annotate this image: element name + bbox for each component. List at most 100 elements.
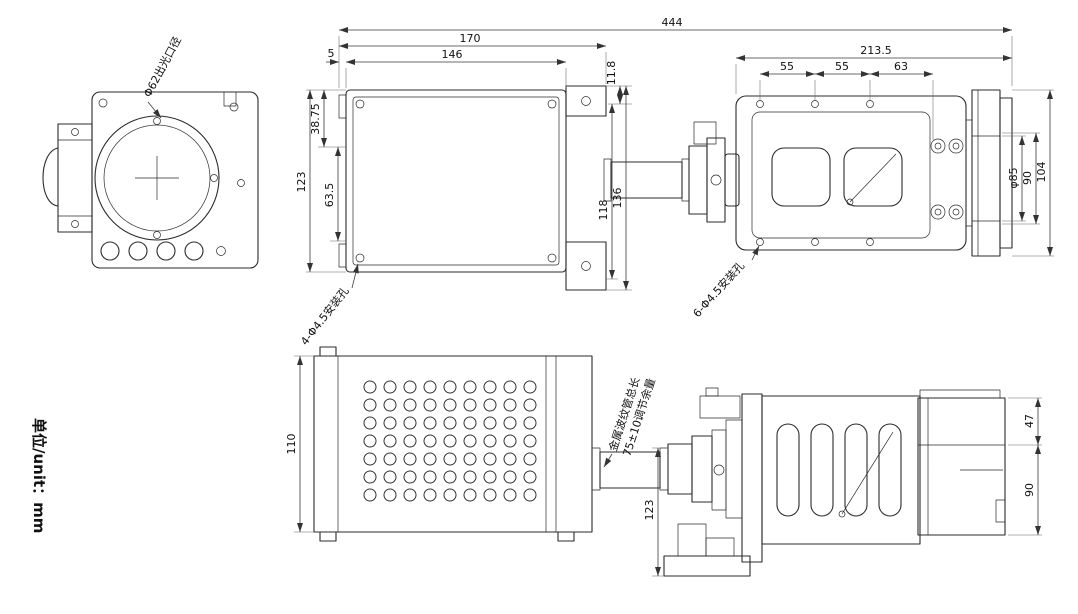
foot-block	[677, 523, 707, 557]
dimension-text: 444	[662, 16, 683, 29]
connector-block	[706, 137, 726, 223]
note-mount-holes-plate: 6-Φ4.5安装孔	[690, 245, 760, 320]
connector-screw	[710, 174, 722, 186]
dimension-overall-length: 444	[338, 16, 1013, 88]
bracket-screw	[71, 220, 79, 228]
side-screw-hole	[237, 179, 245, 187]
side-view-head	[591, 387, 1006, 577]
galvo-window	[843, 147, 903, 207]
plate-mount-hole	[866, 238, 874, 246]
bolt-hole	[952, 142, 960, 150]
body-slot	[844, 423, 868, 517]
dimension-text: 90	[1021, 171, 1034, 185]
laser-box-inner	[352, 96, 560, 266]
connector-detail	[693, 121, 717, 145]
barrel-top-strip	[919, 389, 1001, 399]
extension-lines	[759, 80, 934, 140]
box-corner-screw	[355, 253, 365, 263]
leader-line	[147, 101, 162, 119]
left-mount-tabs	[338, 94, 346, 268]
dimension-text: 55	[835, 60, 849, 73]
bolt-hole	[948, 138, 964, 154]
connector-block	[724, 153, 740, 207]
dimension-barrel-stack: 47 90	[1008, 397, 1042, 536]
dimension-hole-pitches: 55 55 63	[759, 60, 934, 140]
foot-base	[663, 555, 751, 577]
top-view	[338, 85, 1013, 291]
side-bracket-lines	[58, 139, 92, 217]
note-lens-aperture: Φ62出光口径	[140, 34, 184, 119]
plate-mount-hole	[756, 238, 764, 246]
body-slot	[878, 423, 902, 517]
ring-screw-hole	[153, 231, 161, 239]
box-corner-screw	[355, 99, 365, 109]
right-flange-bottom	[565, 241, 607, 291]
corner-screw-hole	[229, 102, 239, 112]
bellows-flange	[659, 447, 669, 491]
bolt-hole	[930, 204, 946, 220]
connector-block	[667, 443, 693, 495]
dimension-box-width-outer: 170	[339, 32, 607, 84]
note-text: 4-Φ4.5安装孔	[297, 284, 351, 348]
dimension-text: φ85	[1007, 167, 1020, 188]
adjust-lever	[849, 153, 897, 203]
top-notch	[223, 91, 237, 107]
bolt-hole	[948, 204, 964, 220]
dimension-text: 11.8	[605, 61, 618, 86]
plate-end-link	[966, 119, 972, 227]
dimension-plate-length: 213.5	[735, 44, 1012, 94]
dimension-text: 136	[611, 188, 624, 209]
extension-lines	[345, 68, 567, 88]
extension-lines	[1002, 89, 1054, 257]
plate-mount-hole	[811, 100, 819, 108]
plate-mount-hole	[756, 100, 764, 108]
laser-box-outline	[345, 89, 567, 273]
side-bracket	[57, 123, 93, 233]
side-view-box	[313, 346, 593, 542]
lens-barrel-bulge	[42, 147, 59, 207]
top-block	[699, 395, 741, 419]
bracket-screw	[71, 128, 79, 136]
galvo-plate-inner	[751, 111, 931, 239]
front-view-scan-head	[42, 91, 259, 269]
barrel-housing	[917, 397, 1006, 536]
vertical-plate	[741, 393, 763, 563]
dimension-text: 5	[328, 47, 335, 60]
barrel-step	[995, 499, 1006, 523]
lever-pivot	[846, 198, 854, 206]
adjust-lever	[841, 431, 894, 515]
plate-mount-hole	[811, 238, 819, 246]
dimension-text: 213.5	[860, 44, 892, 57]
right-flange-top	[565, 85, 607, 117]
stack-screw	[713, 464, 725, 476]
dimension-box-edge-offset: 5	[326, 47, 339, 65]
dimension-head-drop: 123	[643, 447, 668, 577]
flange-hole	[581, 261, 591, 271]
head-body-side	[761, 395, 921, 545]
corner-screw-hole	[98, 98, 108, 108]
box-corner-screw	[547, 253, 557, 263]
top-block-small	[705, 387, 719, 397]
end-plate-lines	[972, 90, 1000, 256]
dimension-text: 123	[295, 172, 308, 193]
bottom-port-hole	[100, 241, 120, 261]
dimension-text: 90	[1023, 483, 1036, 497]
dimension-text: 110	[285, 434, 298, 455]
dimension-text: 118	[597, 200, 610, 221]
note-text: Φ62出光口径	[140, 34, 184, 99]
box-side-outline	[313, 355, 593, 533]
extension-lines	[606, 278, 632, 291]
dimension-head-right-stack: φ85 90 104	[1002, 89, 1054, 257]
ring-screw-hole	[153, 117, 161, 125]
dimension-text: 55	[780, 60, 794, 73]
lens-crosshair	[135, 156, 179, 200]
dimension-text: 170	[460, 32, 481, 45]
dimension-flange-offset: 11.8	[605, 61, 632, 105]
foot-block	[705, 537, 735, 557]
dimension-plate-heights: 118 136	[597, 86, 632, 291]
bolt-hole	[934, 208, 942, 216]
adjust-stack	[725, 419, 743, 519]
end-plate	[971, 89, 1001, 257]
plate-mount-hole	[866, 100, 874, 108]
leader-line	[603, 453, 613, 468]
